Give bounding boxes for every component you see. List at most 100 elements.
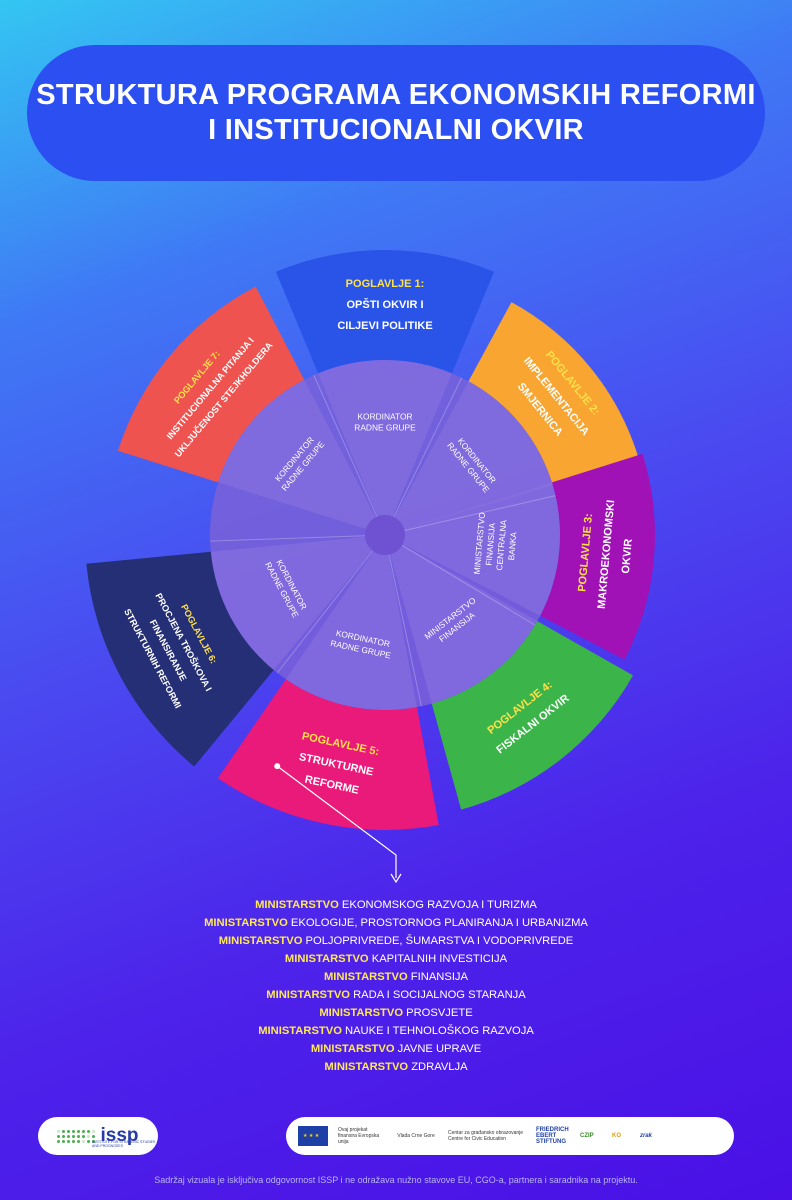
- ministry-name: KAPITALNIH INVESTICIJA: [371, 953, 508, 965]
- zrak-logo: zrak: [640, 1133, 653, 1139]
- eu-funding-text: Ovaj projekat finansira Evropska unija: [338, 1127, 380, 1145]
- issp-dot: [92, 1129, 96, 1133]
- ministry-keyword: MINISTARSTVO: [319, 1007, 407, 1019]
- wheel-spoke: [276, 550, 374, 674]
- chapter-5: POGLAVLJE 5:STRUKTURNEREFORMEKORDINATORR…: [217, 551, 439, 830]
- ministry-item: MINISTARSTVO PROSVJETE: [0, 1004, 792, 1022]
- ministry-name: EKOLOGIJE, PROSTORNOG PLANIRANJA I URBAN…: [290, 917, 588, 929]
- ministry-name: POLJOPRIVREDE, ŠUMARSTVA I VODOPRIVREDE: [305, 935, 574, 947]
- wheel-spoke: [404, 495, 556, 531]
- title-banner: STRUKTURA PROGRAMA EKONOMSKIH REFORMI I …: [27, 45, 765, 181]
- page-title-line2: I INSTITUCIONALNI OKVIR: [208, 114, 584, 146]
- pointer-arrow-icon: [390, 873, 402, 884]
- ministry-keyword: MINISTARSTVO: [266, 989, 354, 1001]
- ministry-item: MINISTARSTVO EKOLOGIJE, PROSTORNOG PLANI…: [0, 914, 792, 932]
- ministry-keyword: MINISTARSTVO: [310, 1043, 398, 1055]
- issp-dot: [62, 1139, 66, 1143]
- ministry-name: EKONOMSKOG RAZVOJA I TURIZMA: [341, 899, 537, 911]
- chapter-6-segment: [86, 551, 274, 767]
- ministry-item: MINISTARSTVO EKONOMSKOG RAZVOJA I TURIZM…: [0, 896, 792, 914]
- issp-dot: [82, 1134, 86, 1138]
- issp-logo-text: issp: [100, 1125, 139, 1146]
- issp-dot: [72, 1129, 76, 1133]
- chapter-3-coordinator: CENTRALNA: [494, 519, 508, 571]
- issp-dot: [87, 1129, 91, 1133]
- chapter-4-segment: [431, 621, 634, 810]
- cgo-logo: Centar za građansko obrazovanje Centre f…: [448, 1130, 524, 1142]
- ministry-keyword: MINISTARSTVO: [204, 917, 291, 929]
- issp-dot: [57, 1139, 61, 1143]
- issp-dot: [67, 1139, 71, 1143]
- chapter-3-coordinator: FINANSIJA: [483, 522, 497, 566]
- issp-logo: issp INSTITUTE FOR STRATEGIC STUDIES AND…: [38, 1117, 158, 1155]
- issp-dot: [67, 1134, 71, 1138]
- issp-dot: [92, 1134, 96, 1138]
- chapter-7-segment: [117, 286, 305, 483]
- government-logo: Vlada Crne Gore: [397, 1133, 435, 1139]
- ministry-name: RADA I SOCIJALNOG STARANJA: [353, 989, 526, 1001]
- partner-logos: Ovaj projekat finansira Evropska unija V…: [286, 1117, 734, 1155]
- ministry-name: FINANSIJA: [410, 971, 468, 983]
- issp-dot: [77, 1139, 81, 1143]
- chapter-1-coordinator: RADNE GRUPE: [354, 423, 416, 433]
- chapter-1-label: POGLAVLJE 1:: [346, 278, 425, 290]
- ministry-item: MINISTARSTVO ZDRAVLJA: [0, 1058, 792, 1076]
- ministry-keyword: MINISTARSTVO: [324, 1061, 412, 1073]
- wheel-spoke: [401, 544, 536, 626]
- ministry-keyword: MINISTARSTVO: [258, 1025, 346, 1037]
- issp-dot: [72, 1139, 76, 1143]
- ministry-keyword: MINISTARSTVO: [218, 935, 306, 947]
- issp-dot: [82, 1129, 86, 1133]
- issp-dot: [77, 1134, 81, 1138]
- chapter-3-coordinator: BANKA: [506, 531, 518, 561]
- issp-dots-icon: [57, 1129, 96, 1143]
- wheel-spoke: [313, 374, 378, 517]
- ministry-item: MINISTARSTVO FINANSIJA: [0, 968, 792, 986]
- issp-dot: [87, 1139, 91, 1143]
- chapter-1-coordinator: KORDINATOR: [357, 412, 412, 422]
- ministry-item: MINISTARSTVO KAPITALNIH INVESTICIJA: [0, 950, 792, 968]
- chapter-2-segment: [468, 302, 640, 486]
- wheel-spoke: [388, 554, 422, 707]
- ko-logo: KO: [612, 1133, 621, 1139]
- wheel-spoke: [210, 535, 366, 542]
- chapter-6-inner-segment: [210, 536, 373, 671]
- chapter-7-inner-segment: [218, 379, 376, 529]
- eu-flag-icon: [298, 1126, 328, 1146]
- issp-dot: [92, 1139, 96, 1143]
- chapter-4: POGLAVLJE 4:FISKALNI OKVIRMINISTARSTVOFI…: [390, 544, 634, 810]
- ministry-item: MINISTARSTVO JAVNE UPRAVE: [0, 1040, 792, 1058]
- pointer-line: [276, 765, 397, 878]
- issp-dot: [62, 1129, 66, 1133]
- chapter-2-inner-segment: [394, 381, 553, 530]
- ministry-item: MINISTARSTVO NAUKE I TEHNOLOŠKOG RAZVOJA: [0, 1022, 792, 1040]
- chapter-1-label: OPŠTI OKVIR I: [346, 298, 423, 311]
- chapter-5-segment: [217, 679, 439, 830]
- issp-dot: [67, 1129, 71, 1133]
- issp-dot: [62, 1134, 66, 1138]
- chapter-6: POGLAVLJE 6:PROCJENA TROŠKOVA IFINANSIRA…: [86, 536, 373, 767]
- wheel-spoke: [393, 377, 463, 518]
- fes-logo: FRIEDRICH EBERT STIFTUNG: [536, 1127, 569, 1145]
- disclaimer-text: Sadržaj vizuala je isključiva odgovornos…: [154, 1175, 638, 1185]
- ministry-keyword: MINISTARSTVO: [323, 971, 411, 983]
- chapter-1-label: CILJEVI POLITIKE: [337, 320, 432, 332]
- ministry-keyword: MINISTARSTVO: [255, 899, 342, 911]
- wheel-hub: [365, 515, 405, 555]
- chapter-7: POGLAVLJE 7:INSTITUCIONALNA PITANJA IUKL…: [117, 286, 376, 529]
- chapter-1: POGLAVLJE 1: OPŠTI OKVIR I CILJEVI POLITIK…: [275, 250, 495, 517]
- ministry-name: ZDRAVLJA: [411, 1061, 468, 1073]
- issp-dot: [57, 1134, 61, 1138]
- chapter-1-segment: [275, 250, 495, 374]
- ministry-name: PROSVJETE: [406, 1007, 473, 1019]
- chapter-3-inner-segment: [402, 482, 560, 616]
- issp-dot: [82, 1139, 86, 1143]
- ministry-name: JAVNE UPRAVE: [397, 1043, 482, 1055]
- ministries-list: MINISTARSTVO EKONOMSKOG RAZVOJA I TURIZM…: [0, 896, 792, 1076]
- ministry-name: NAUKE I TEHNOLOŠKOG RAZVOJA: [345, 1025, 534, 1037]
- reform-structure-wheel: POGLAVLJE 1: OPŠTI OKVIR I CILJEVI POLITIK…: [86, 250, 656, 884]
- chapter-4-inner-segment: [390, 544, 538, 704]
- issp-dot: [72, 1134, 76, 1138]
- chapter-3-label: OKVIR: [620, 538, 635, 574]
